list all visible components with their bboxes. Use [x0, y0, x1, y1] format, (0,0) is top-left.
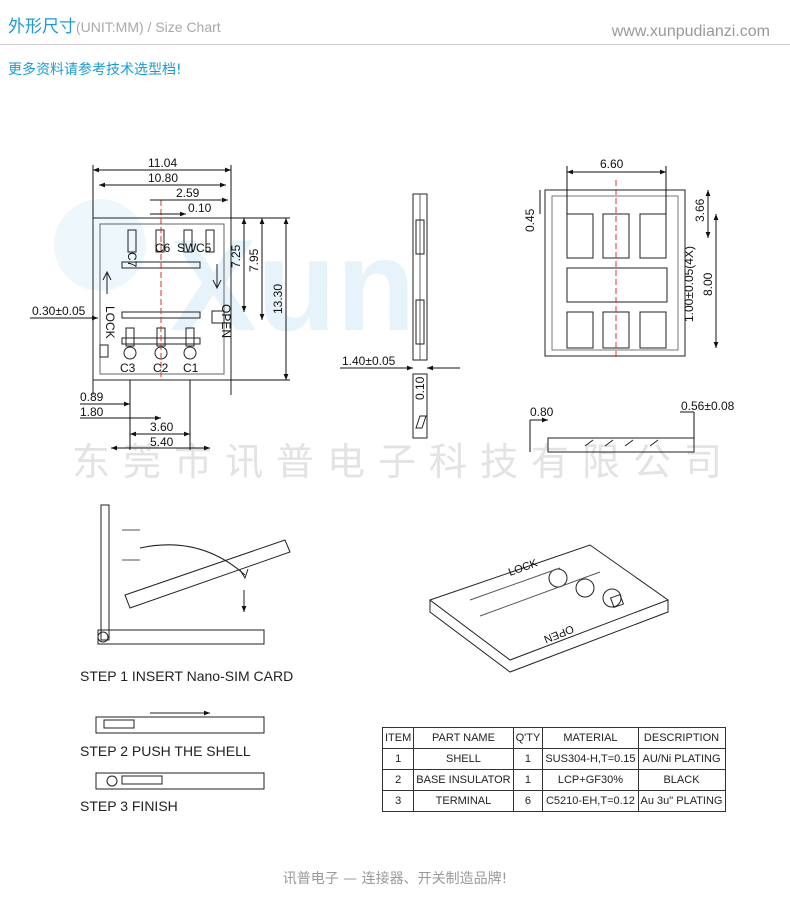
open-label: OPEN	[219, 304, 233, 338]
profile-view-dims: 0.80 0.56±0.08	[529, 399, 735, 452]
step1-label: STEP 1 INSERT Nano-SIM CARD	[80, 668, 294, 684]
dim-height-total: 13.30	[271, 284, 285, 314]
step2-label: STEP 2 PUSH THE SHELL	[80, 743, 251, 759]
iso-contact-icon	[548, 568, 568, 588]
top-view-dims: 11.04 10.80 2.59 0.10 C7 C6 SW C5 C3 C2 …	[30, 156, 290, 451]
iso-view: LOCK OPEN	[428, 544, 670, 673]
dim-left-margin: 0.30±0.05	[32, 304, 86, 318]
dim-pcb-width: 6.60	[600, 157, 624, 171]
table-cell: Au 3u" PLATING	[637, 790, 726, 812]
pcb-view	[544, 180, 686, 360]
dim-offset-b: 0.10	[188, 201, 212, 215]
pin-sw-label: SW	[177, 241, 197, 255]
arrow-up-icon	[102, 270, 112, 294]
dim-pitch-a: 3.60	[150, 420, 174, 434]
pcb-view-dims: 6.60 0.45 3.66 8.00 1.00±0.05(4X)	[523, 157, 719, 348]
header-description: DESCRIPTION	[637, 727, 726, 749]
header-part-name: PART NAME	[413, 727, 514, 749]
header-qty: Q'TY	[512, 727, 544, 749]
tab-mark-icon	[415, 415, 427, 429]
parts-table: ITEM PART NAME Q'TY MATERIAL DESCRIPTION…	[381, 727, 726, 812]
pcb-center-pad	[566, 267, 668, 303]
header-item: ITEM	[381, 727, 415, 749]
pin-c7-label: C7	[125, 252, 139, 268]
table-cell: AU/Ni PLATING	[637, 748, 726, 770]
dim-pad-pitch: 8.00	[701, 272, 715, 296]
iso-lock-label: LOCK	[507, 557, 540, 579]
dim-inner-width: 10.80	[148, 171, 178, 185]
dim-offset-a: 2.59	[176, 186, 200, 200]
table-row: 1 SHELL 1 SUS304-H,T=0.15 AU/Ni PLATING	[381, 748, 726, 770]
table-cell: 1	[512, 748, 544, 770]
dim-overall-width: 11.04	[148, 156, 177, 170]
top-pins-icon	[127, 229, 215, 253]
dim-bottom-a: 0.89	[80, 390, 104, 404]
page-title: 外形尺寸(UNIT:MM) / Size Chart	[8, 12, 221, 37]
table-header-row: ITEM PART NAME Q'TY MATERIAL DESCRIPTION	[381, 727, 726, 749]
pin-c5-label: C5	[196, 241, 212, 255]
dim-profile-left: 0.80	[530, 405, 554, 419]
step3-label: STEP 3 FINISH	[80, 798, 178, 814]
table-cell: 6	[512, 790, 544, 812]
dim-pad-width: 1.00±0.05(4X)	[682, 246, 696, 322]
title-sub: (UNIT:MM) / Size Chart	[76, 19, 221, 35]
top-view-inner	[99, 223, 225, 375]
dim-tab: 0.10	[413, 376, 427, 400]
dim-profile-height: 0.56±0.08	[681, 399, 735, 413]
page-header: 外形尺寸(UNIT:MM) / Size Chart www.xunpudian…	[0, 0, 790, 44]
rotate-arrow-icon	[139, 544, 246, 576]
pin-c3-label: C3	[120, 361, 136, 375]
table-cell: 1	[381, 748, 415, 770]
lock-label: LOCK	[103, 306, 117, 339]
table-row: 3 TERMINAL 6 C5210-EH,T=0.12 Au 3u" PLAT…	[381, 790, 726, 812]
table-cell: BASE INSULATOR	[413, 769, 514, 791]
table-cell: TERMINAL	[413, 790, 514, 812]
side-view-dims: 1.40±0.05 0.10	[340, 354, 460, 400]
step1-figure	[97, 504, 291, 645]
header-material: MATERIAL	[542, 727, 639, 749]
arrow-down-icon	[212, 264, 222, 290]
table-cell: LCP+GF30%	[542, 769, 639, 791]
watermark-logo-text: Xun	[170, 212, 416, 358]
hinge-icon	[97, 631, 109, 643]
title-cn: 外形尺寸	[8, 17, 76, 37]
top-view	[92, 200, 232, 395]
dim-height-b: 7.95	[247, 248, 261, 272]
table-row: 2 BASE INSULATOR 1 LCP+GF30% BLACK	[381, 769, 726, 791]
tab-square-icon	[99, 344, 109, 358]
caption-link[interactable]: 更多资料请参考技术选型档!	[8, 62, 182, 78]
table-cell: BLACK	[637, 769, 726, 791]
profile-view	[547, 437, 695, 453]
pin-c2-label: C2	[153, 361, 169, 375]
website-link[interactable]: www.xunpudianzi.com	[611, 23, 770, 40]
lock-square-icon	[211, 310, 225, 324]
footer-slogan: 讯普电子 — 连接器、开关制造品牌!	[282, 871, 508, 887]
table-cell: 2	[381, 769, 415, 791]
table-cell: C5210-EH,T=0.12	[542, 790, 639, 812]
watermark: Xun 东莞市讯普电子科技有限公司	[54, 199, 722, 484]
side-view	[412, 193, 428, 439]
dim-pitch-b: 5.40	[150, 435, 174, 449]
step2-figure	[95, 710, 265, 734]
dim-top-offset: 0.45	[523, 208, 537, 232]
dim-height-a: 7.25	[229, 244, 243, 268]
table-cell: SUS304-H,T=0.15	[542, 748, 639, 770]
header-divider	[0, 44, 790, 45]
table-cell: 3	[381, 790, 415, 812]
step3-figure	[95, 772, 265, 790]
pin-c1-label: C1	[183, 361, 199, 375]
pin-c6-label: C6	[155, 241, 171, 255]
dim-thickness: 1.40±0.05	[342, 354, 396, 368]
dim-right-offset: 3.66	[693, 198, 707, 222]
table-cell: 1	[512, 769, 544, 791]
dim-bottom-b: 1.80	[80, 405, 104, 419]
sim-card-icon	[124, 539, 291, 609]
side-view-tab	[412, 373, 428, 439]
top-view-body	[92, 217, 232, 381]
table-cell: SHELL	[413, 748, 514, 770]
